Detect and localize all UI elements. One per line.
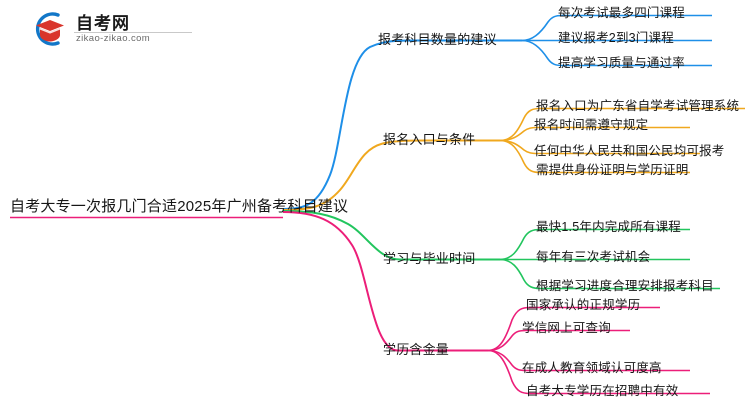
brand-url: zikao-zikao.com: [76, 33, 151, 44]
branch-connector-2: [282, 107, 745, 211]
site-logo: 自考网 zikao-zikao.com: [28, 6, 193, 50]
zikao-graduation-cap-logo: [28, 8, 70, 50]
mindmap-leaf-node-1-2[interactable]: 建议报考2到3门课程: [558, 31, 674, 45]
mindmap-leaf-node-4-4[interactable]: 自考大专学历在招聘中有效: [526, 384, 679, 398]
brand-name: 自考网: [76, 14, 130, 33]
mindmap-branch-node-2[interactable]: 报名入口与条件: [383, 132, 476, 147]
mindmap-leaf-node-3-1[interactable]: 最快1.5年内完成所有课程: [536, 220, 681, 234]
mindmap-leaf-node-4-2[interactable]: 学信网上可查询: [522, 321, 611, 335]
mindmap-leaf-node-4-3[interactable]: 在成人教育领域认可度高: [522, 361, 662, 375]
brand-divider: [74, 32, 192, 33]
branch-connector-1: [282, 14, 712, 210]
mindmap-leaf-node-3-2[interactable]: 每年有三次考试机会: [536, 250, 651, 264]
mindmap-leaf-node-2-4[interactable]: 需提供身份证明与学历证明: [536, 163, 689, 177]
branch-connector-3: [282, 210, 720, 290]
mindmap-leaf-node-1-3[interactable]: 提高学习质量与通过率: [558, 56, 686, 70]
branch-connector-4: [282, 211, 710, 395]
mindmap-leaf-node-2-3[interactable]: 任何中华人民共和国公民均可报考: [534, 144, 725, 158]
mindmap-leaf-node-4-1[interactable]: 国家承认的正规学历: [526, 298, 641, 312]
mindmap-leaf-node-2-2[interactable]: 报名时间需遵守规定: [534, 118, 649, 132]
mindmap-leaf-node-2-1[interactable]: 报名入口为广东省自学考试管理系统: [536, 99, 740, 113]
mindmap-leaf-node-1-1[interactable]: 每次考试最多四门课程: [558, 6, 686, 20]
mindmap-leaf-node-3-3[interactable]: 根据学习进度合理安排报考科目: [536, 279, 714, 293]
mindmap-branch-node-4[interactable]: 学历含金量: [383, 342, 450, 357]
mindmap-branch-node-3[interactable]: 学习与毕业时间: [383, 251, 476, 266]
mindmap-branch-node-1[interactable]: 报考科目数量的建议: [378, 32, 497, 47]
mindmap-root-node[interactable]: 自考大专一次报几门合适2025年广州备考科目建议: [10, 198, 349, 215]
